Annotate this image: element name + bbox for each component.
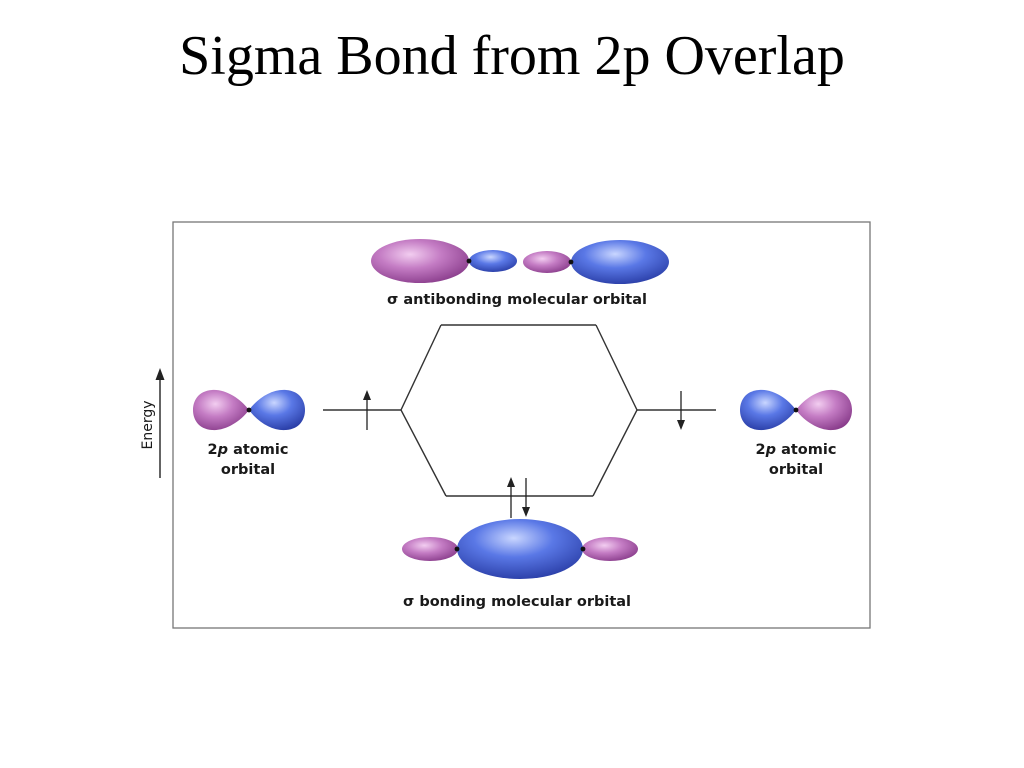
right-atomic-label-line2: orbital [769,462,823,478]
electron-up-left [363,390,371,430]
left-atomic-label: 2p atomic [208,442,289,458]
left-atomic-label-line2: orbital [221,462,275,478]
antibonding-lobe-blue-small [469,250,517,272]
bonding-lobe-pink-right [582,537,638,561]
bonding-lobe-pink-left [402,537,458,561]
bonding-lobe-blue-center [457,519,583,579]
energy-axis-label: Energy [140,400,156,449]
right-atomic-label: 2p atomic [756,442,837,458]
right-atomic-orbital [740,389,852,431]
left-atomic-orbital [193,389,305,431]
right-lobe-blue [740,389,796,431]
energy-levels [323,324,716,497]
left-connectors [400,324,447,497]
electron-down-right [677,391,685,430]
electron-up-bonding [507,477,515,518]
energy-axis [155,368,165,478]
antibonding-orbital [371,239,669,284]
antibonding-lobe-pink-large [371,239,469,283]
antibonding-label: σ antibonding molecular orbital [387,292,647,308]
antibonding-lobe-blue-large [571,240,669,284]
electron-down-bonding [522,478,530,517]
right-connectors [592,324,638,497]
bonding-label: σ bonding molecular orbital [403,594,631,610]
bonding-orbital [402,519,638,579]
antibonding-lobe-pink-small [523,251,571,273]
left-lobe-pink [193,389,249,431]
right-lobe-pink [796,389,852,431]
slide-title: Sigma Bond from 2p Overlap [179,25,845,87]
left-lobe-blue [249,389,305,431]
